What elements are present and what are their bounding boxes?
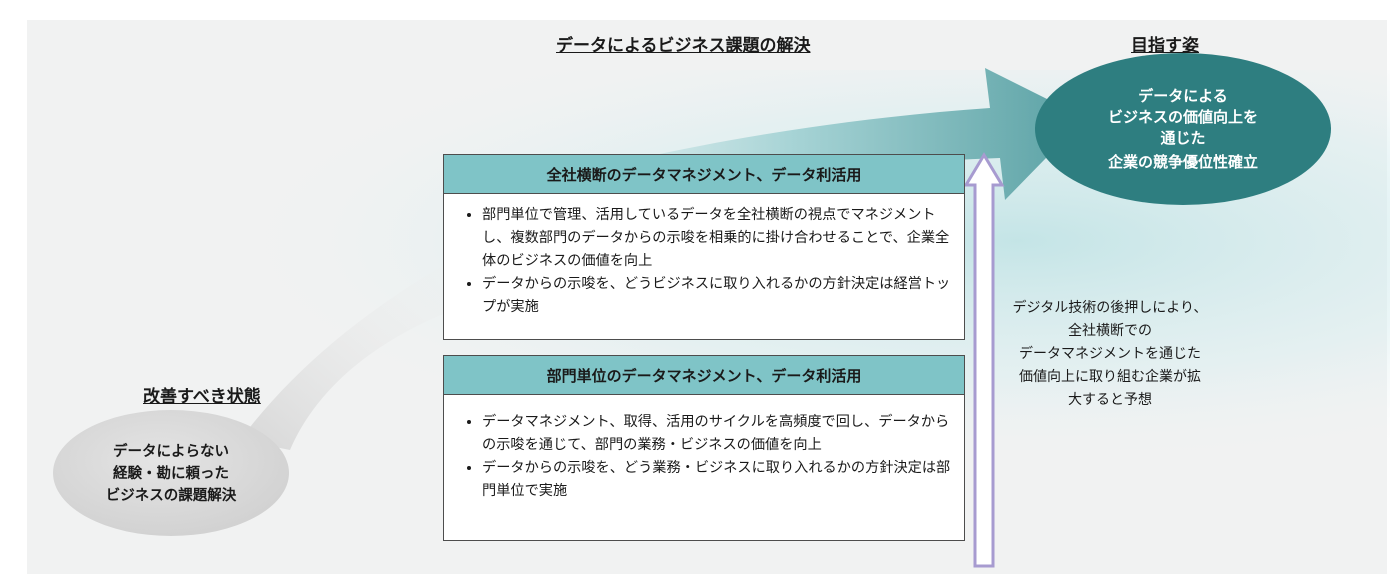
dept-bullet-list: データマネジメント、取得、活用のサイクルを高頻度で回し、データからの示唆を通じて… (444, 395, 964, 503)
company-wide-box: 全社横断のデータマネジメント、データ利活用 部門単位で管理、活用しているデータを… (443, 154, 965, 340)
forecast-line-3: データマネジメントを通じた (1019, 346, 1201, 362)
dept-box-title: 部門単位のデータマネジメント、データ利活用 (444, 356, 964, 395)
forecast-line-5: 大すると予想 (1068, 392, 1152, 408)
main-title: データによるビジネス課題の解決 (556, 36, 811, 56)
target-line-2: ビジネスの価値向上を (1107, 108, 1258, 126)
company-bullet-1: 部門単位で管理、活用しているデータを全社横断の視点でマネジメントし、複数部門のデ… (482, 204, 952, 273)
target-line-3: 通じた (1160, 129, 1206, 147)
forecast-note: デジタル技術の後押しにより、 全社横断での データマネジメントを通じた 価値向上… (990, 297, 1230, 412)
forecast-line-2: 全社横断での (1068, 323, 1152, 339)
current-line-3: ビジネスの課題解決 (105, 488, 237, 504)
company-bullet-list: 部門単位で管理、活用しているデータを全社横断の視点でマネジメントし、複数部門のデ… (444, 194, 964, 319)
target-title: 目指す姿 (1131, 36, 1199, 56)
current-title: 改善すべき状態 (143, 387, 261, 407)
current-ellipse (53, 410, 289, 536)
current-ellipse-text: データによらない 経験・勘に頼った ビジネスの課題解決 (80, 441, 262, 507)
target-ellipse-text: データによる ビジネスの価値向上を 通じた 企業の競争優位性確立 (1060, 86, 1306, 173)
dept-bullet-1: データマネジメント、取得、活用のサイクルを高頻度で回し、データからの示唆を通じて… (482, 411, 952, 457)
company-bullet-2: データからの示唆を、どうビジネスに取り入れるかの方針決定は経営トップが実施 (482, 273, 952, 319)
target-ellipse (1035, 53, 1331, 205)
up-arrow (963, 152, 1005, 568)
forecast-line-1: デジタル技術の後押しにより、 (1012, 300, 1208, 316)
department-box: 部門単位のデータマネジメント、データ利活用 データマネジメント、取得、活用のサイ… (443, 355, 965, 541)
forecast-line-4: 価値向上に取り組む企業が拡 (1019, 369, 1201, 385)
current-line-2: 経験・勘に頼った (113, 466, 229, 482)
dept-bullet-2: データからの示唆を、どう業務・ビジネスに取り入れるかの方針決定は部門単位で実施 (482, 457, 952, 503)
current-line-1: データによらない (113, 444, 229, 460)
target-line-1: データによる (1138, 87, 1228, 105)
gray-swoosh (240, 250, 480, 450)
target-line-4: 企業の競争優位性確立 (1107, 153, 1258, 171)
company-box-title: 全社横断のデータマネジメント、データ利活用 (444, 155, 964, 194)
